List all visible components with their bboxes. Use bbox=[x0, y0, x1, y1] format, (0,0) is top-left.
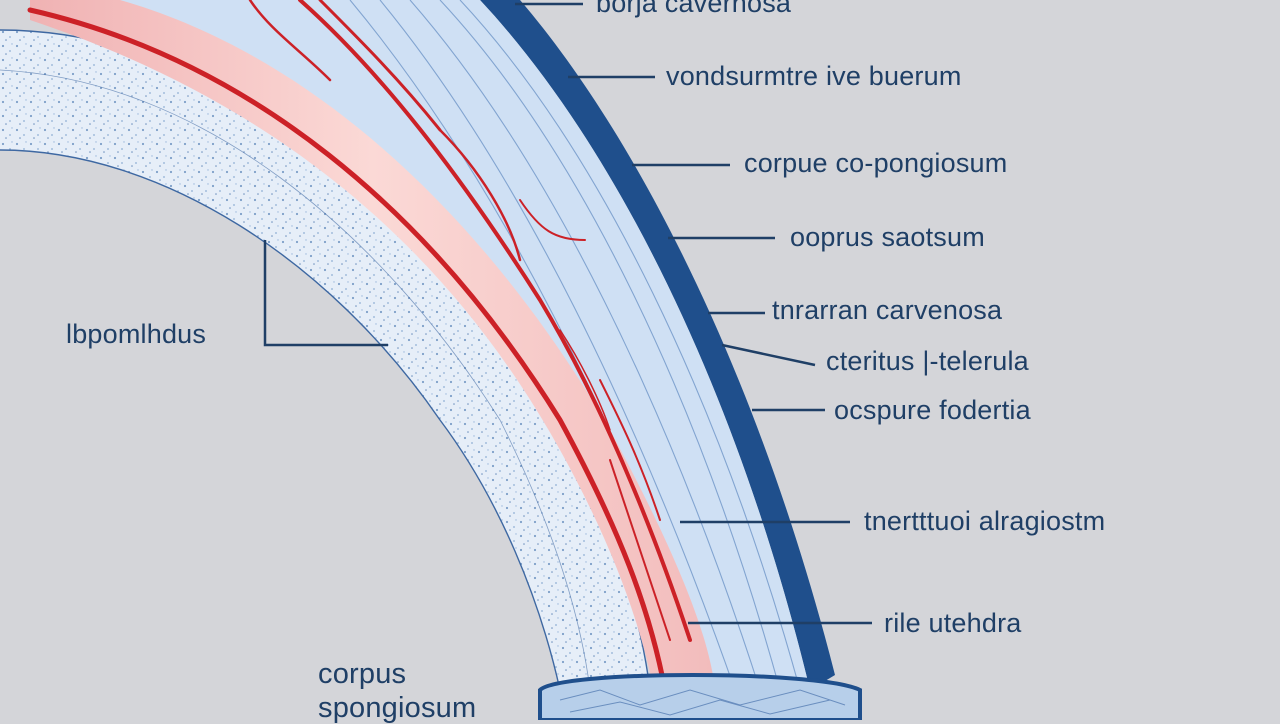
outer-sheath-band bbox=[480, 0, 835, 690]
label-8: rile utehdra bbox=[884, 608, 1022, 638]
label-bottom-line2: spongiosum bbox=[318, 692, 477, 724]
label-4: tnrarran carvenosa bbox=[772, 295, 1003, 325]
label-6: ocspure fodertia bbox=[834, 395, 1031, 425]
blood-vessels bbox=[27, 0, 692, 693]
leader-lines bbox=[263, 2, 872, 625]
label-bottom-line1: corpus bbox=[318, 658, 407, 690]
leader-left bbox=[263, 240, 388, 347]
label-left: lbpomlhdus bbox=[66, 319, 207, 349]
label-7: tnertttuoi alragiostm bbox=[864, 506, 1106, 536]
cross-section-texture bbox=[559, 689, 846, 716]
label-3: ooprus saotsum bbox=[790, 222, 985, 252]
label-5: cteritus |-telerula bbox=[826, 346, 1029, 376]
cross-section-cap bbox=[538, 673, 862, 720]
leader-l5 bbox=[721, 343, 816, 367]
vascular-channel bbox=[30, 0, 715, 695]
label-top-cut: borja cavernosa bbox=[596, 0, 792, 18]
label-1: vondsurmtre ive buerum bbox=[666, 61, 962, 91]
label-2: corpue co-pongiosum bbox=[744, 148, 1008, 178]
